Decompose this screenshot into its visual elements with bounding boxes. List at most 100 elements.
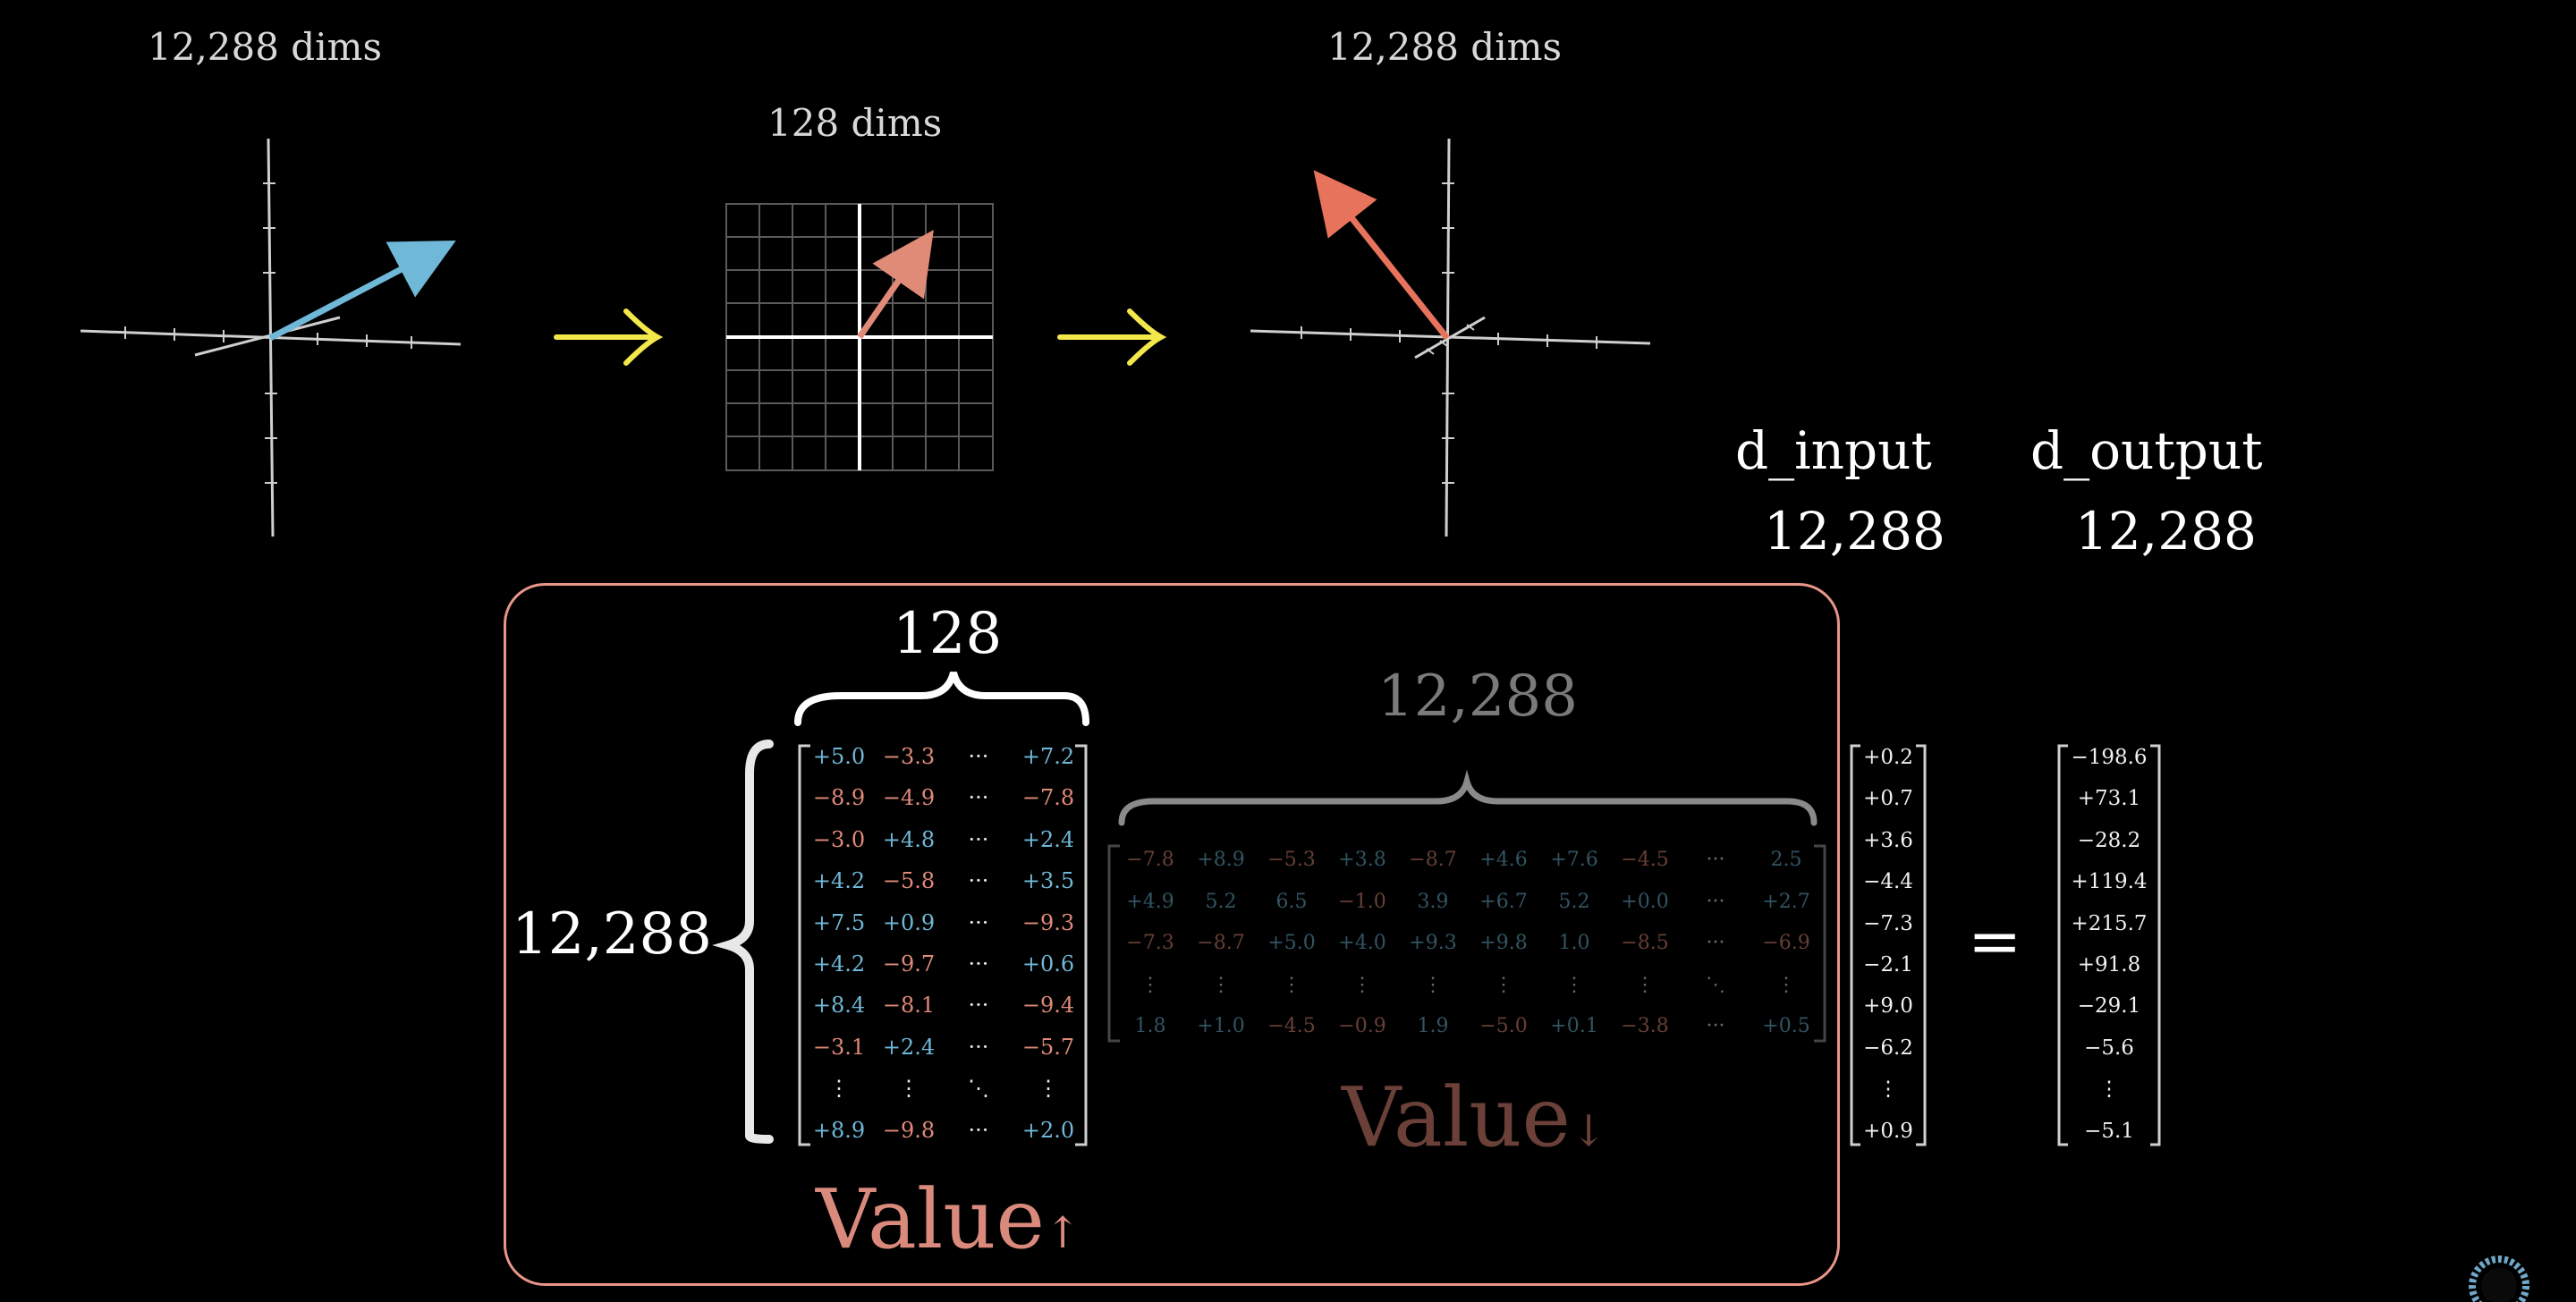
matrix-cell: −5.8 — [882, 868, 936, 894]
matrix-cell: −4.9 — [882, 785, 936, 811]
right-3d-axes — [1250, 138, 1651, 537]
vector-entry: ⋮ — [1877, 1078, 1899, 1102]
value-up-label: Value↑ — [816, 1171, 1080, 1267]
matrix-cell: +8.9 — [1197, 849, 1245, 871]
matrix-cell: +2.4 — [882, 1034, 936, 1060]
matrix-cell: −9.4 — [1021, 993, 1075, 1019]
matrix-cell: +9.8 — [1479, 932, 1528, 954]
matrix-cell: +3.8 — [1338, 849, 1386, 871]
brace-graphics — [712, 671, 1818, 1144]
matrix-cell: −9.8 — [882, 1117, 936, 1143]
top-brace-label: 128 — [893, 601, 1003, 667]
matrix-cell: ··· — [968, 951, 989, 976]
matrix-cell: +4.0 — [1338, 932, 1386, 954]
vector-entry: −198.6 — [2071, 746, 2148, 769]
matrix-cell: +0.1 — [1550, 1015, 1598, 1037]
left-brace-label: 12,288 — [512, 901, 712, 968]
low-rank-box — [504, 583, 1840, 1286]
matrix-cell: ··· — [968, 826, 989, 852]
matrix-cell: +2.0 — [1021, 1117, 1075, 1143]
matrix-cell: +1.0 — [1197, 1015, 1245, 1037]
matrix-cell: −8.1 — [882, 993, 936, 1019]
yellow-arrow-icon-2 — [1057, 309, 1167, 366]
matrix-brackets-2 — [1107, 844, 1826, 1043]
matrix-cell: ⋮ — [1494, 973, 1513, 996]
matrix-cell: −8.9 — [812, 785, 866, 811]
matrix-cell: +0.9 — [882, 909, 936, 935]
matrix-cell: 1.8 — [1134, 1015, 1166, 1037]
matrix-cell: +7.6 — [1550, 849, 1598, 871]
d-input-label: d_input — [1735, 420, 1932, 481]
vector-entry: +3.6 — [1863, 828, 1913, 852]
vector-entry: −6.2 — [1863, 1036, 1913, 1060]
vector-entry: +9.0 — [1863, 994, 1913, 1019]
matrix-cell: ··· — [968, 909, 989, 935]
yellow-arrow-icon — [554, 309, 664, 366]
matrix-cell: −5.3 — [1267, 849, 1316, 871]
matrix-cell: ··· — [968, 744, 989, 769]
vector-entry: −5.6 — [2084, 1036, 2134, 1060]
matrix-cell: ⋮ — [1352, 973, 1372, 996]
matrix-cell: −8.7 — [1409, 849, 1457, 871]
vector-entry: +0.7 — [1863, 787, 1913, 811]
matrix-cell: ⋮ — [1038, 1076, 1059, 1102]
matrix-cell: −1.0 — [1338, 890, 1386, 913]
vector-entry: +119.4 — [2071, 870, 2148, 894]
matrix-cell: −3.0 — [812, 826, 866, 852]
matrix-cell: +2.4 — [1021, 826, 1075, 852]
salmon-vector-arrow — [857, 229, 934, 339]
matrix-cell: −7.8 — [1021, 785, 1075, 811]
vector-entry: −28.2 — [2077, 828, 2141, 852]
matrix-cell: ⋮ — [1423, 973, 1443, 996]
matrix-cell: +7.2 — [1021, 744, 1075, 769]
matrix-cell: ··· — [968, 868, 989, 894]
matrix-cell: ··· — [968, 993, 989, 1019]
vector-entry: +91.8 — [2077, 953, 2141, 976]
vector-entry: +0.9 — [1863, 1119, 1913, 1143]
matrix-cell: ⋱ — [1706, 973, 1725, 996]
matrix-cell: −7.3 — [1126, 932, 1174, 954]
value-down-entries: −7.8+8.9−5.3+3.8−8.7+4.6+7.6−4.5···2.5+4… — [1106, 844, 1828, 1043]
matrix-cell: ⋱ — [968, 1076, 989, 1102]
middle-dims-label: 128 dims — [767, 101, 943, 145]
value-up-text: Value — [816, 1171, 1045, 1267]
matrix-cell: ⋮ — [1564, 973, 1584, 996]
value-down-matrix: −7.8+8.9−5.3+3.8−8.7+4.6+7.6−4.5···2.5+4… — [1106, 844, 1828, 1043]
matrix-cell: −3.3 — [882, 744, 936, 769]
top-brace — [794, 671, 1089, 726]
matrix-cell: 1.9 — [1417, 1015, 1449, 1037]
matrix-cell: ⋮ — [1776, 973, 1796, 996]
matrix-cell: −4.5 — [1621, 849, 1669, 871]
matrix-cell: ⋮ — [898, 1076, 919, 1102]
matrix-cell: +4.2 — [812, 868, 866, 894]
matrix-cell: +5.0 — [812, 744, 866, 769]
matrix-cell: +2.7 — [1762, 890, 1810, 913]
matrix-cell: +4.9 — [1126, 890, 1174, 913]
matrix-cell: −8.5 — [1621, 932, 1669, 954]
matrix-cell: −8.7 — [1197, 932, 1245, 954]
vector-entry: +215.7 — [2071, 911, 2148, 935]
right-dims-label: 12,288 dims — [1327, 25, 1563, 69]
matrix-cell: +4.6 — [1479, 849, 1528, 871]
down-brace-label: 12,288 — [1377, 664, 1578, 730]
up-arrow-icon: ↑ — [1044, 1208, 1081, 1258]
matrix-cell: +4.8 — [882, 826, 936, 852]
matrix-cell: ⋮ — [828, 1076, 850, 1102]
matrix-cell: +7.5 — [812, 909, 866, 935]
value-up-entries: +5.0 −3.3 ··· +7.2 −8.9 −4.9 ··· −7.8 −3.0 +4.8 ··… — [796, 744, 1089, 1146]
matrix-cell: +5.0 — [1267, 932, 1316, 954]
matrix-cell: 5.2 — [1558, 890, 1590, 913]
matrix-cell: +3.5 — [1021, 868, 1075, 894]
vector-brackets — [1850, 744, 1927, 1146]
matrix-cell: 3.9 — [1417, 890, 1449, 913]
vector-brackets-2 — [2057, 744, 2161, 1146]
matrix-cell: −4.5 — [1267, 1015, 1316, 1037]
vector-entry: −29.1 — [2077, 994, 2141, 1019]
matrix-cell: +8.4 — [812, 993, 866, 1019]
d-output-value: 12,288 — [2075, 501, 2257, 562]
matrix-cell: −3.1 — [812, 1034, 866, 1060]
matrix-cell: +0.5 — [1762, 1015, 1810, 1037]
matrix-cell: −9.7 — [882, 951, 936, 976]
matrix-cell: 1.0 — [1558, 932, 1590, 954]
